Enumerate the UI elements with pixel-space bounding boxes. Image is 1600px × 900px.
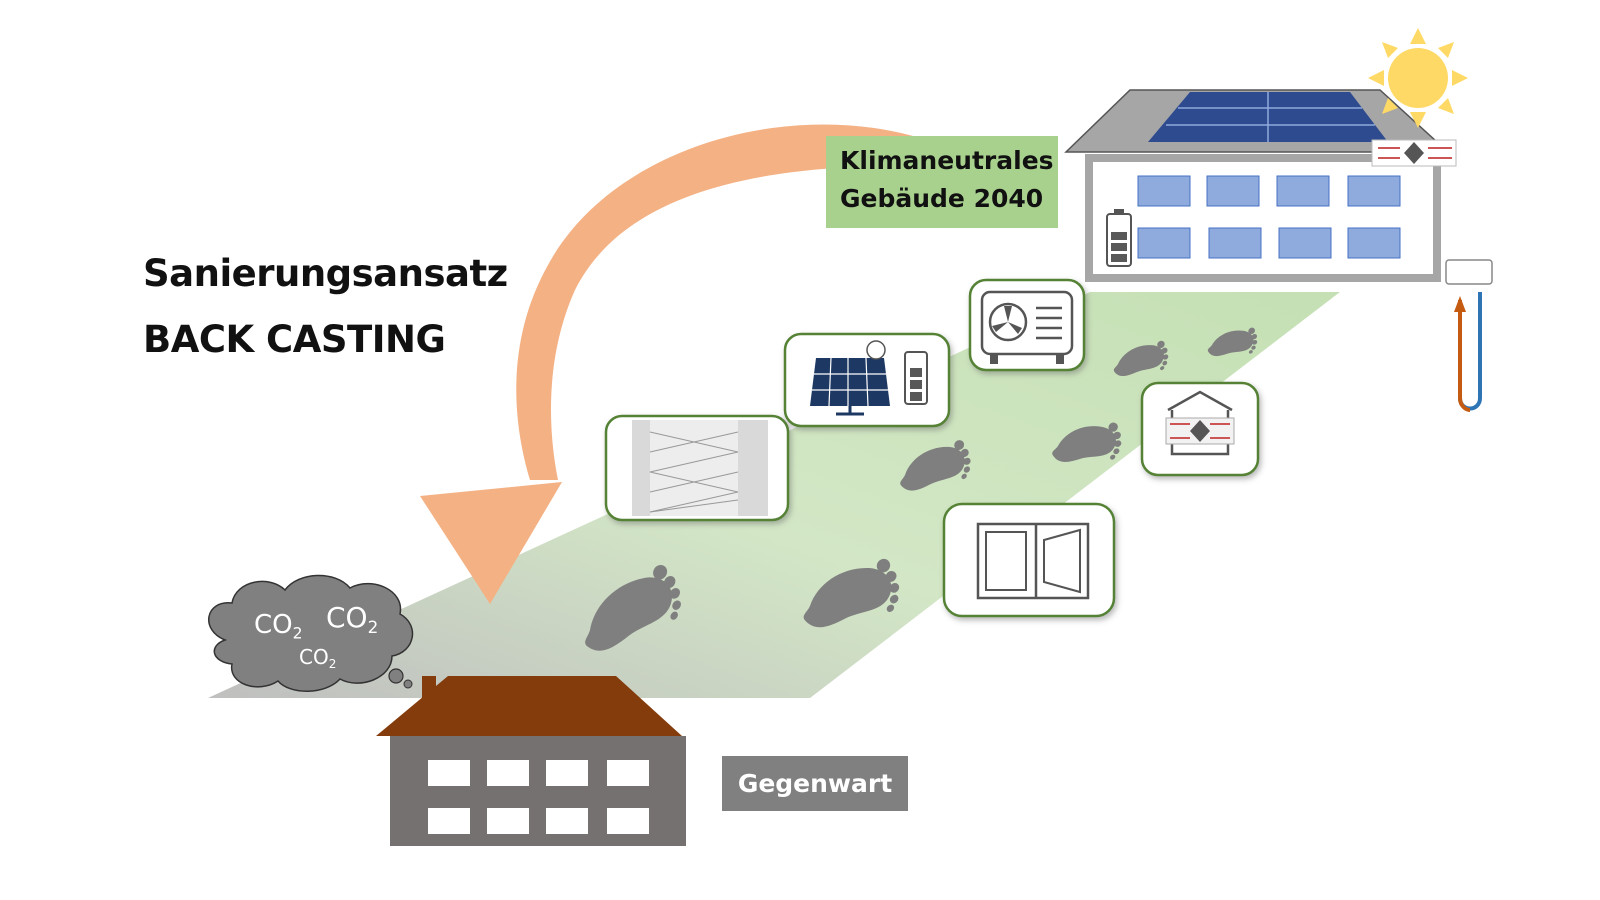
present-house — [376, 676, 686, 846]
ventilation-heat-recovery-icon — [1165, 390, 1235, 456]
battery-icon — [1106, 209, 1132, 267]
present-label: Gegenwart — [722, 756, 908, 811]
title-line-2: BACK CASTING — [143, 318, 446, 361]
sun-icon — [1368, 28, 1468, 128]
title-line-1: Sanierungsansatz — [143, 252, 508, 295]
outdoor-unit — [1445, 259, 1493, 285]
target-label-line-2: Gebäude 2040 — [840, 184, 1044, 213]
wall-insulation-icon — [632, 420, 768, 516]
co2-text-1: CO2 — [254, 610, 303, 643]
card-wall-insulation — [604, 414, 790, 522]
window-icon — [976, 522, 1090, 600]
co2-cloud — [208, 574, 414, 692]
backcasting-arrow — [420, 124, 913, 604]
solar-panel-battery-icon — [810, 340, 928, 416]
target-house — [1064, 89, 1493, 412]
co2-text-3: CO2 — [299, 645, 337, 672]
heat-pump-icon — [980, 290, 1074, 364]
ventilation-unit-icon — [1371, 139, 1457, 167]
geothermal-probe-icon — [1454, 292, 1482, 412]
target-label-line-1: Klimaneutrales — [840, 146, 1054, 175]
target-label: Klimaneutrales Gebäude 2040 — [826, 136, 1058, 228]
card-window — [942, 502, 1116, 618]
card-heat-pump — [968, 278, 1086, 372]
co2-text-2: CO2 — [326, 601, 379, 637]
card-solar-battery — [783, 332, 951, 428]
card-ventilation — [1140, 381, 1260, 477]
